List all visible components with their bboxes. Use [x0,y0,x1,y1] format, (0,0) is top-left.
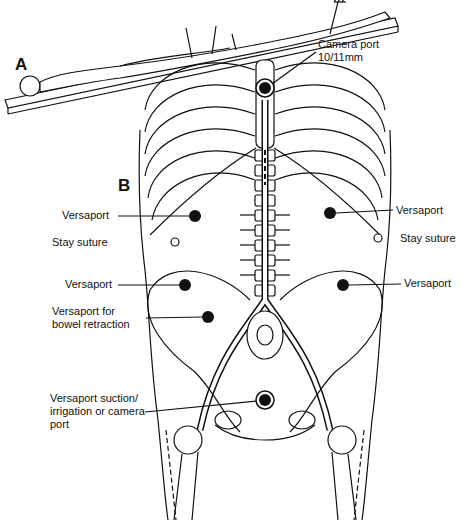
panel-letter: A [15,55,27,74]
port-label: Camera port 10/11mm [318,38,393,64]
port-label: Versaport suction/ irrigation or camera … [50,392,150,431]
port-label: Versaport [65,278,112,291]
port-label: Versaport [404,277,451,290]
port-label: Versaport [396,204,443,217]
stay-suture-sites [171,234,382,246]
port-sites [179,79,349,409]
port-label: Versaport for bowel retraction [52,305,144,331]
panel-letter: B [118,176,130,195]
suture-label: Stay suture [52,236,108,249]
port-label: Versaport [62,209,109,222]
femurs [174,426,356,520]
patient-on-table [5,0,398,114]
suture-label: Stay suture [400,232,456,245]
aorta-and-iliac-vessels [166,100,364,520]
leader-lines [118,52,401,412]
pelvis [148,271,382,440]
